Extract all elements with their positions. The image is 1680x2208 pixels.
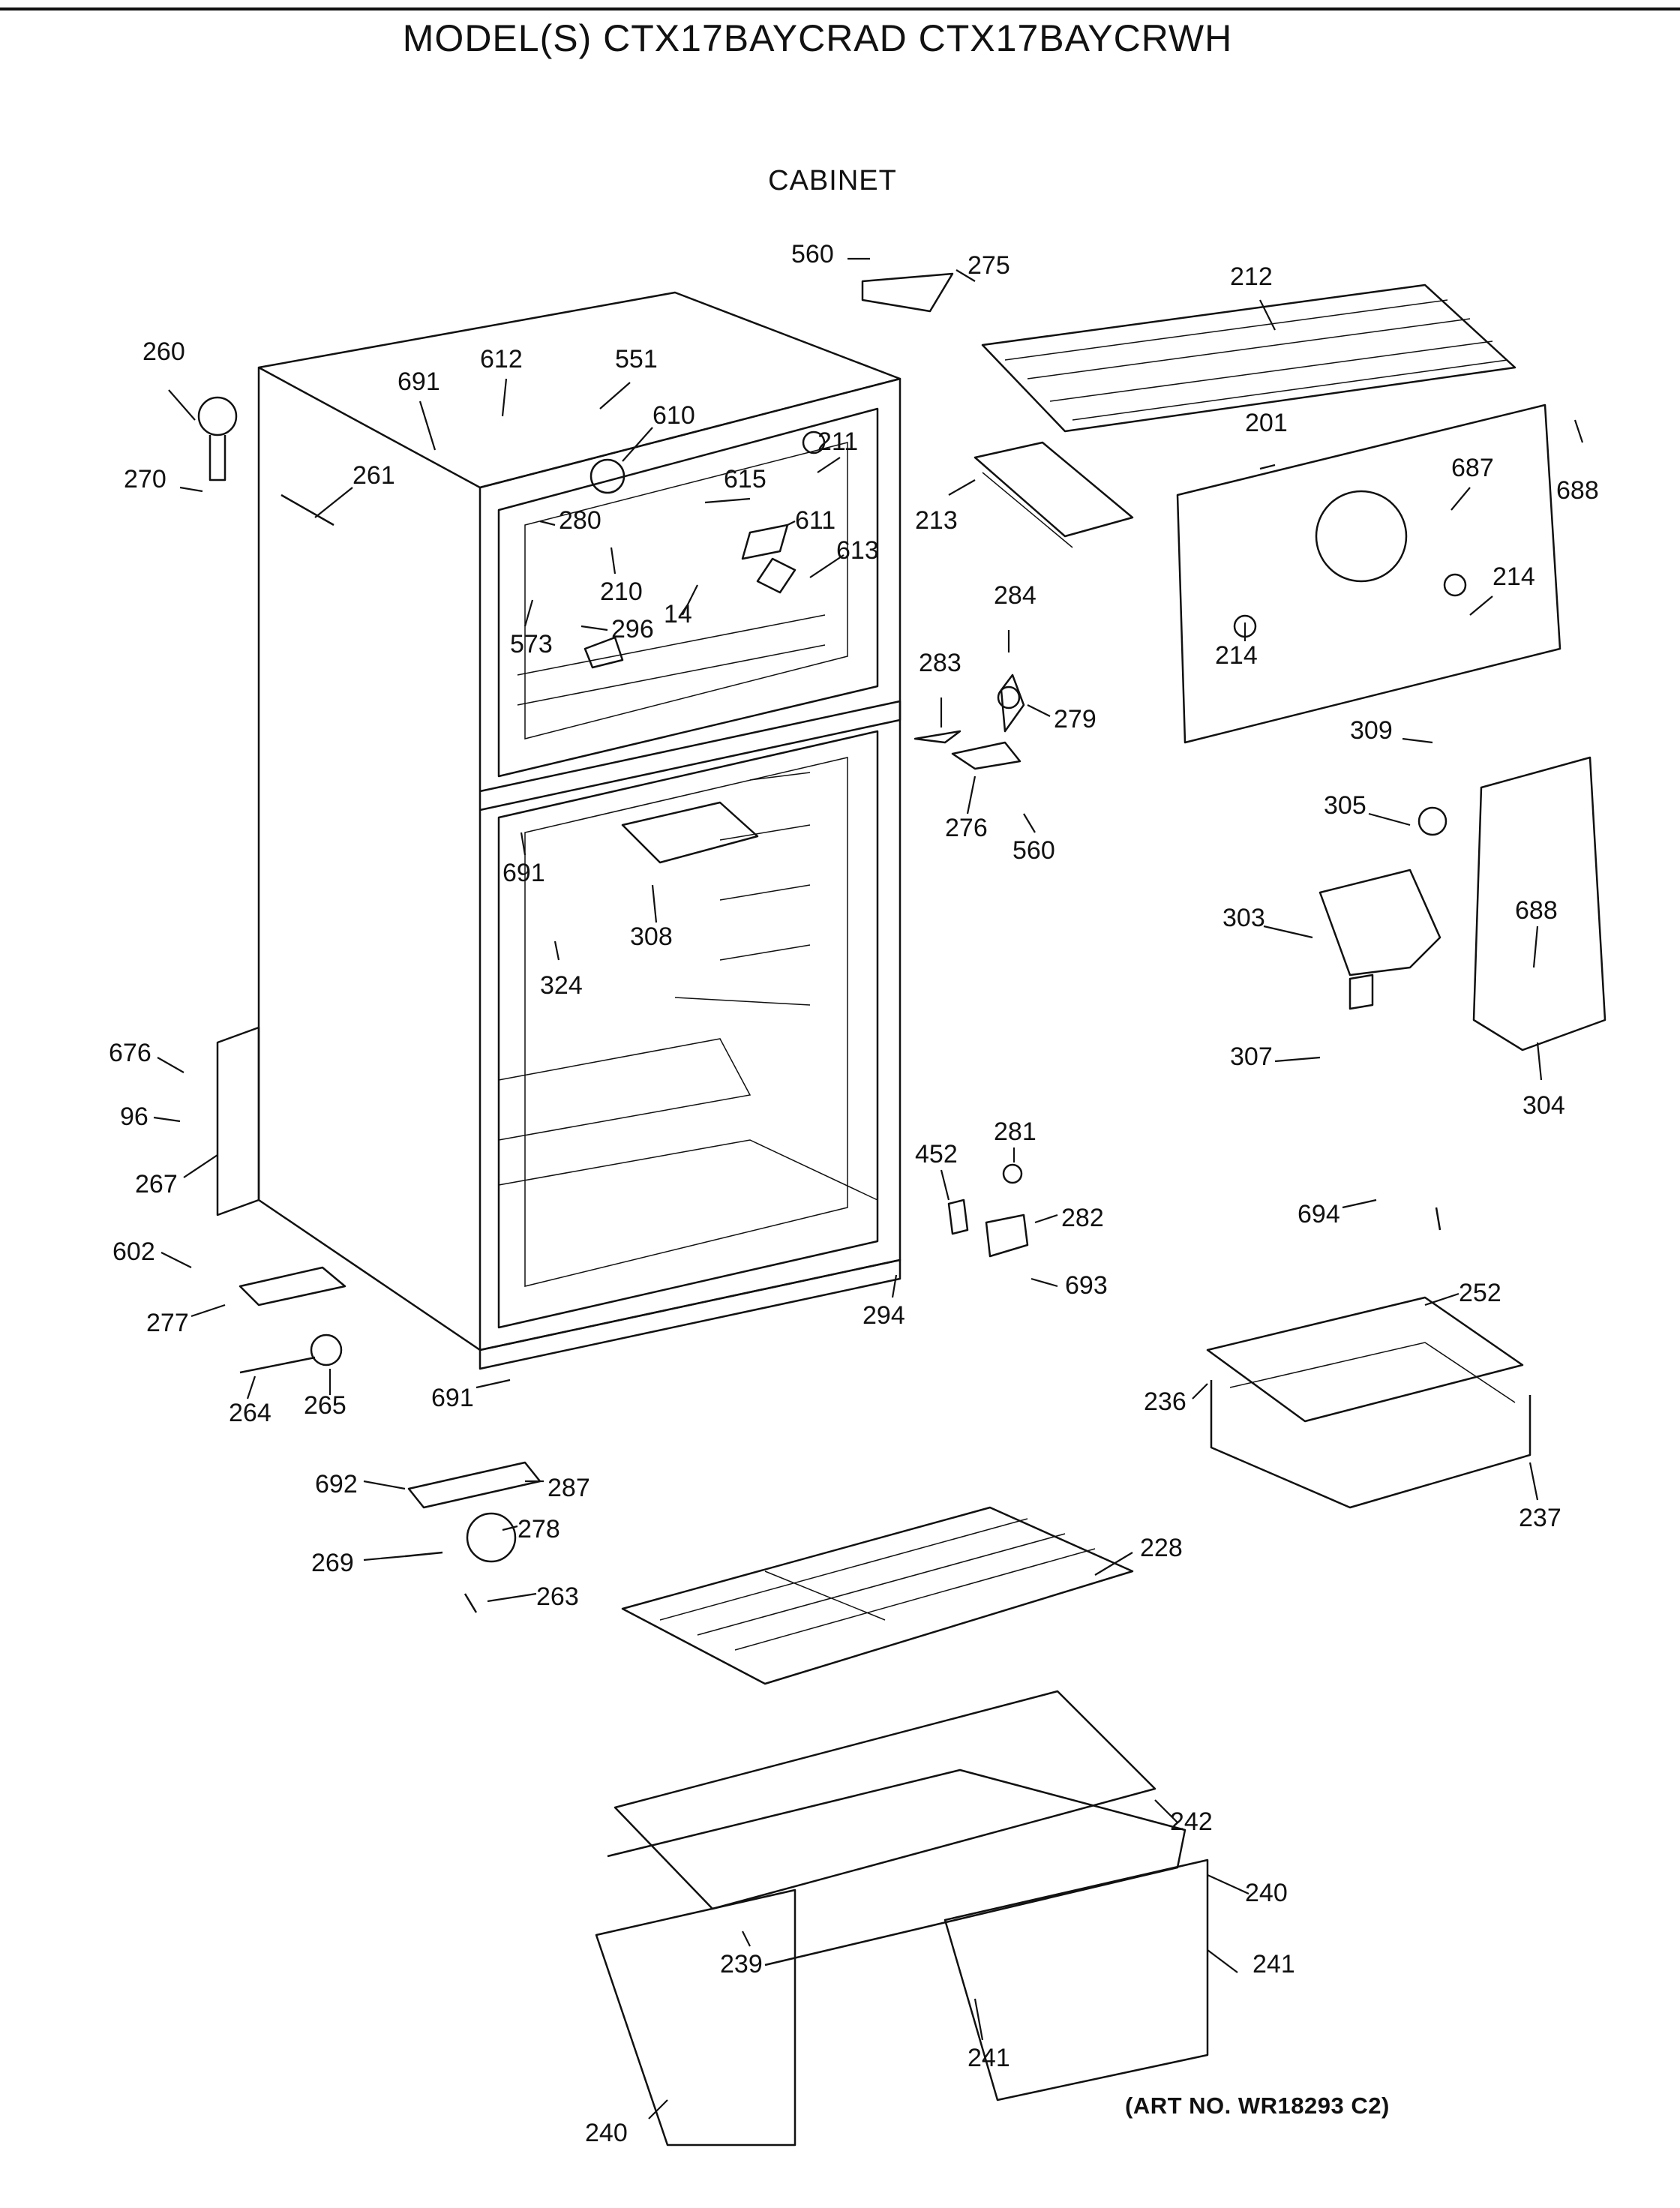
callout-688-top: 688 <box>1556 476 1599 505</box>
callout-573: 573 <box>510 630 553 658</box>
top-rule <box>0 8 1680 10</box>
callout-228: 228 <box>1140 1534 1183 1562</box>
section-title: CABINET <box>768 165 897 196</box>
callout-613: 613 <box>836 536 879 565</box>
deli-drawer-assembly <box>1206 1296 1532 1509</box>
callout-260: 260 <box>142 338 185 366</box>
small-parts <box>197 272 1448 1613</box>
callout-688-right: 688 <box>1515 896 1558 925</box>
ice-tray <box>974 441 1134 548</box>
callout-212: 212 <box>1230 262 1273 291</box>
callout-560-mid: 560 <box>1012 836 1055 865</box>
callout-296: 296 <box>611 615 654 644</box>
callout-611: 611 <box>795 506 836 535</box>
control-housing <box>1472 756 1606 1052</box>
fresh-food-wire-shelf <box>621 1506 1134 1685</box>
callout-694: 694 <box>1298 1200 1340 1228</box>
callout-240-right: 240 <box>1245 1879 1288 1907</box>
callout-240-bottom: 240 <box>585 2119 628 2147</box>
callout-239: 239 <box>720 1950 763 1978</box>
callout-14: 14 <box>664 600 692 628</box>
callout-282: 282 <box>1061 1204 1104 1232</box>
callout-236: 236 <box>1144 1388 1186 1416</box>
callout-308: 308 <box>630 922 673 951</box>
callout-267: 267 <box>135 1170 178 1198</box>
callout-693: 693 <box>1065 1271 1108 1300</box>
callout-280: 280 <box>559 506 602 535</box>
callout-691-bottom: 691 <box>431 1384 474 1412</box>
callout-252: 252 <box>1459 1279 1502 1307</box>
callout-610: 610 <box>652 401 695 430</box>
callout-560-top: 560 <box>791 240 834 268</box>
callout-307: 307 <box>1230 1042 1273 1071</box>
callout-305: 305 <box>1324 791 1366 820</box>
callout-263: 263 <box>536 1582 579 1611</box>
callout-269: 269 <box>311 1549 354 1577</box>
callout-96: 96 <box>120 1102 148 1131</box>
callout-276: 276 <box>945 814 988 842</box>
callout-211: 211 <box>818 428 858 456</box>
cabinet-body <box>257 291 902 1370</box>
callout-602: 602 <box>112 1238 155 1266</box>
callout-264: 264 <box>229 1399 272 1427</box>
callout-294: 294 <box>862 1301 905 1330</box>
callout-278: 278 <box>518 1515 560 1544</box>
callout-214-left: 214 <box>1215 641 1258 670</box>
callout-687: 687 <box>1451 454 1494 482</box>
callout-309: 309 <box>1350 716 1393 745</box>
callout-612: 612 <box>480 345 523 374</box>
callout-213: 213 <box>915 506 958 535</box>
callout-615: 615 <box>724 465 766 494</box>
callout-691-mid: 691 <box>502 859 545 887</box>
callout-279: 279 <box>1054 705 1096 734</box>
callout-201: 201 <box>1245 409 1288 437</box>
callout-275: 275 <box>968 251 1010 280</box>
callout-210: 210 <box>600 578 643 606</box>
callout-261: 261 <box>352 461 395 490</box>
callout-281: 281 <box>994 1118 1036 1146</box>
callout-691-top: 691 <box>398 368 440 396</box>
callout-324: 324 <box>540 971 583 1000</box>
freezer-wire-shelf <box>981 284 1516 433</box>
callout-452: 452 <box>915 1140 958 1168</box>
callout-303: 303 <box>1222 904 1265 932</box>
callout-283: 283 <box>919 649 962 677</box>
crisper-cover-and-pans <box>595 1690 1209 2146</box>
callout-214-right: 214 <box>1492 562 1535 591</box>
callout-551: 551 <box>615 345 658 374</box>
damper-control <box>1318 868 1442 1010</box>
callout-304: 304 <box>1522 1091 1565 1120</box>
callout-labels: 560 275 212 260 691 612 551 610 615 211 … <box>109 240 1599 2147</box>
art-number: (ART NO. WR18293 C2) <box>1125 2092 1390 2119</box>
page-title: MODEL(S) CTX17BAYCRAD CTX17BAYCRWH <box>402 17 1233 59</box>
callout-284: 284 <box>994 581 1036 610</box>
callout-277: 277 <box>146 1309 189 1337</box>
callout-270: 270 <box>124 465 166 494</box>
callout-265: 265 <box>304 1391 346 1420</box>
callout-676: 676 <box>109 1039 152 1067</box>
callout-692: 692 <box>315 1470 358 1498</box>
callout-287: 287 <box>548 1474 590 1502</box>
callout-241-bottom: 241 <box>968 2044 1010 2072</box>
callout-241-right: 241 <box>1252 1950 1295 1978</box>
callout-242: 242 <box>1170 1808 1213 1836</box>
leader-lines <box>153 257 1584 2120</box>
callout-237: 237 <box>1519 1504 1562 1532</box>
